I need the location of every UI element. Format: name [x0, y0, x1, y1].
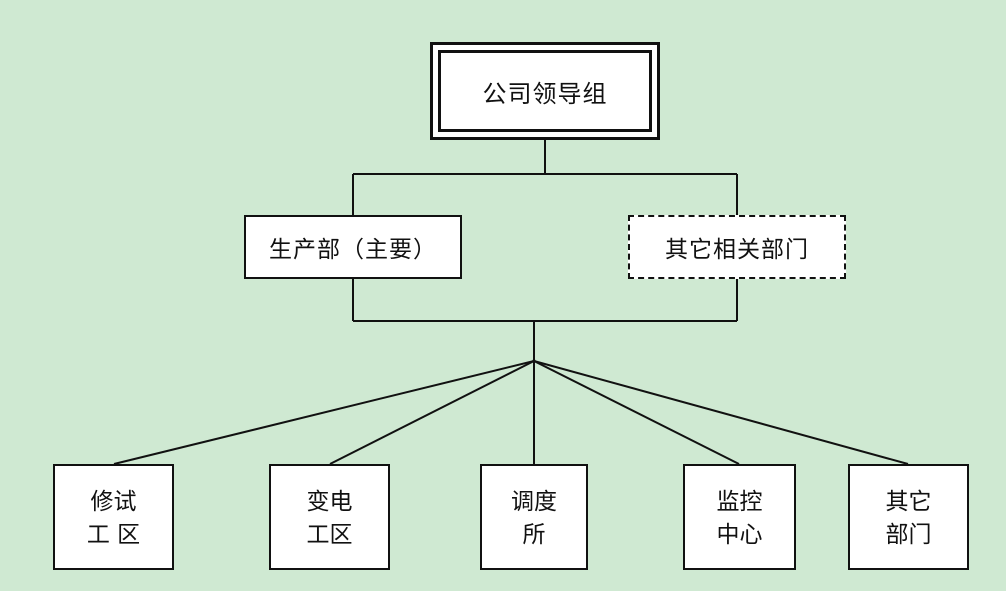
- monitoring-center-line1: 监控: [716, 488, 763, 515]
- repair-test-area-node: 修试 工 区: [53, 464, 174, 570]
- fan-line-monitor: [533, 360, 740, 465]
- fan-hub: [532, 359, 536, 363]
- monitoring-center-node: 监控 中心: [683, 464, 796, 570]
- dispatch-office-line1: 调度: [511, 488, 557, 515]
- substation-area-line2: 工区: [306, 521, 353, 548]
- repair-test-area-line1: 修试: [90, 488, 137, 515]
- other-related-departments-node: 其它相关部门: [628, 215, 846, 279]
- production-department-label: 生产部（主要）: [269, 237, 437, 263]
- fan-line-repair: [113, 360, 535, 465]
- production-department-node: 生产部（主要）: [244, 215, 462, 279]
- dispatch-office-node: 调度 所: [480, 464, 588, 570]
- substation-area-line1: 变电: [306, 488, 353, 515]
- other-related-departments-label: 其它相关部门: [665, 237, 809, 263]
- dispatch-office-line2: 所: [522, 521, 546, 548]
- other-departments-node: 其它 部门: [848, 464, 969, 570]
- other-departments-line1: 其它: [885, 488, 932, 515]
- leadership-group-label: 公司领导组: [482, 79, 608, 108]
- other-departments-line2: 部门: [885, 521, 932, 548]
- leadership-group-node: 公司领导组: [430, 42, 660, 140]
- substation-area-node: 变电 工区: [269, 464, 390, 570]
- monitoring-center-line2: 中心: [716, 521, 763, 548]
- fan-line-others: [533, 360, 909, 465]
- repair-test-area-line2: 工 区: [86, 521, 141, 548]
- fan-line-substation: [329, 360, 535, 465]
- leadership-group-inner-frame: 公司领导组: [438, 50, 652, 132]
